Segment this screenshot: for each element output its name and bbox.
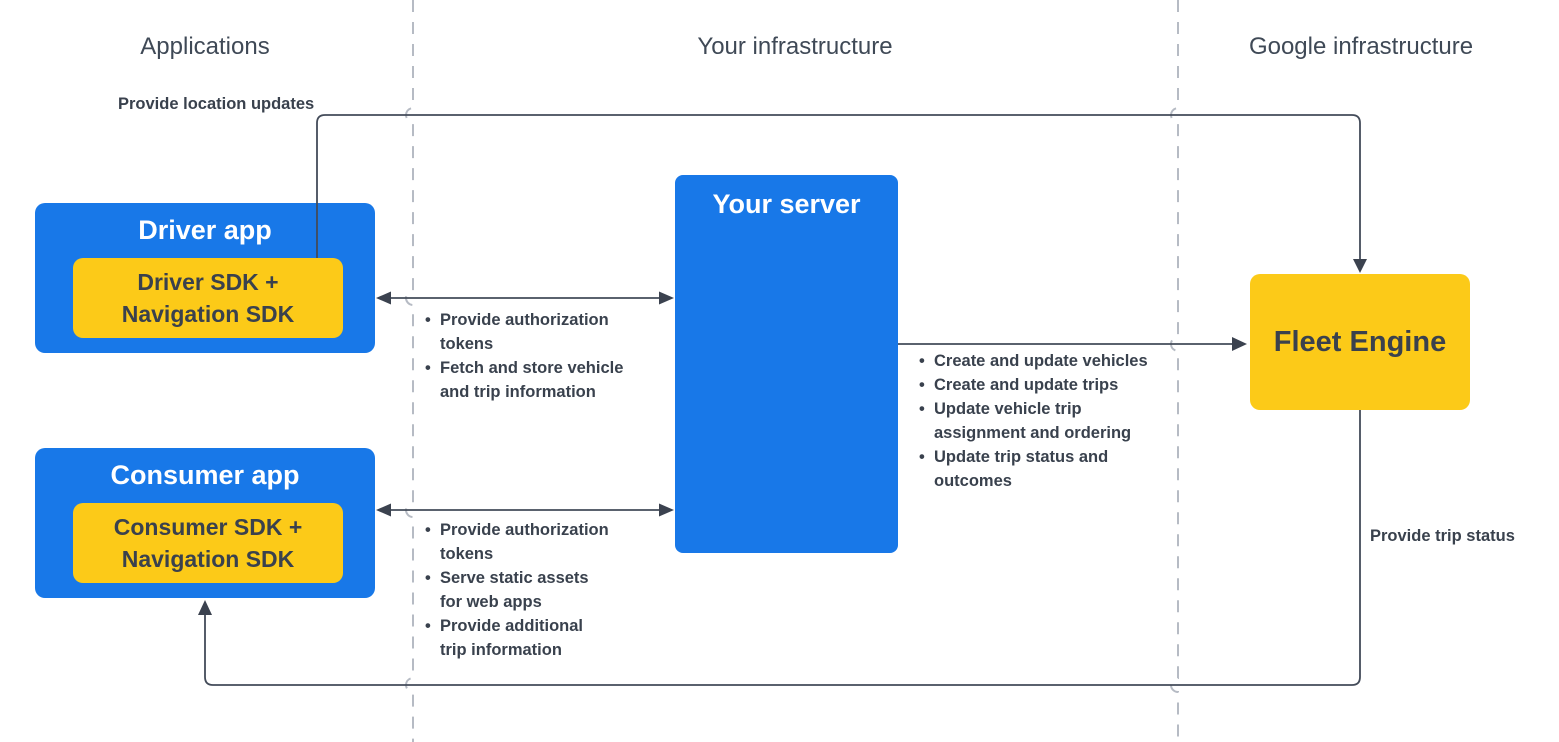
lane-header-your-infrastructure: Your infrastructure bbox=[697, 33, 893, 60]
bullet-icon: • bbox=[425, 617, 431, 635]
driver-app-title: Driver app bbox=[138, 215, 272, 245]
arrowhead-right-server-top bbox=[659, 291, 674, 305]
server-fleet-notes: • Create and update vehicles • Create an… bbox=[919, 349, 1179, 493]
bullet-icon: • bbox=[919, 400, 925, 418]
bullet-icon: • bbox=[919, 376, 925, 394]
lane-header-applications: Applications bbox=[140, 33, 270, 60]
your-server-title: Your server bbox=[712, 189, 861, 219]
driver-server-notes: • Provide authorization tokens • Fetch a… bbox=[425, 308, 655, 404]
consumer-server-notes: • Provide authorization tokens • Serve s… bbox=[425, 518, 645, 662]
list-item: • Provide authorization tokens bbox=[425, 518, 645, 566]
bullet-icon: • bbox=[919, 352, 925, 370]
list-item: • Provide additional trip information bbox=[425, 614, 645, 662]
arrowhead-left-driver bbox=[376, 291, 391, 305]
list-item: • Create and update trips bbox=[919, 373, 1179, 397]
driver-app-node: Driver app Driver SDK + Navigation SDK bbox=[35, 203, 375, 353]
bullet-icon: • bbox=[919, 448, 925, 466]
your-server-node: Your server bbox=[675, 175, 898, 553]
arrowhead-down-fleet bbox=[1353, 259, 1367, 273]
driver-sdk-node: Driver SDK + Navigation SDK bbox=[73, 258, 343, 338]
list-item: • Provide authorization tokens bbox=[425, 308, 655, 356]
arrowhead-right-fleet bbox=[1232, 337, 1247, 351]
lane-header-google-infrastructure: Google infrastructure bbox=[1248, 33, 1474, 60]
bullet-icon: • bbox=[425, 359, 431, 377]
arrowhead-right-server-bottom bbox=[659, 503, 674, 517]
list-item: • Update vehicle trip assignment and ord… bbox=[919, 397, 1179, 445]
list-item: • Serve static assets for web apps bbox=[425, 566, 645, 614]
lane-divider-left bbox=[405, 0, 414, 742]
label-provide-trip-status: Provide trip status bbox=[1370, 527, 1515, 545]
fleet-engine-node: Fleet Engine bbox=[1250, 274, 1470, 410]
bullet-icon: • bbox=[425, 569, 431, 587]
list-item: • Fetch and store vehicle and trip infor… bbox=[425, 356, 655, 404]
consumer-app-node: Consumer app Consumer SDK + Navigation S… bbox=[35, 448, 375, 598]
bullet-icon: • bbox=[425, 521, 431, 539]
bullet-icon: • bbox=[425, 311, 431, 329]
list-item: • Update trip status and outcomes bbox=[919, 445, 1179, 493]
consumer-sdk-node: Consumer SDK + Navigation SDK bbox=[73, 503, 343, 583]
consumer-app-title: Consumer app bbox=[110, 460, 300, 490]
arrowhead-left-consumer bbox=[376, 503, 391, 517]
list-item: • Create and update vehicles bbox=[919, 349, 1179, 373]
arrowhead-up-consumer bbox=[198, 600, 212, 615]
label-provide-location-updates: Provide location updates bbox=[118, 95, 315, 113]
